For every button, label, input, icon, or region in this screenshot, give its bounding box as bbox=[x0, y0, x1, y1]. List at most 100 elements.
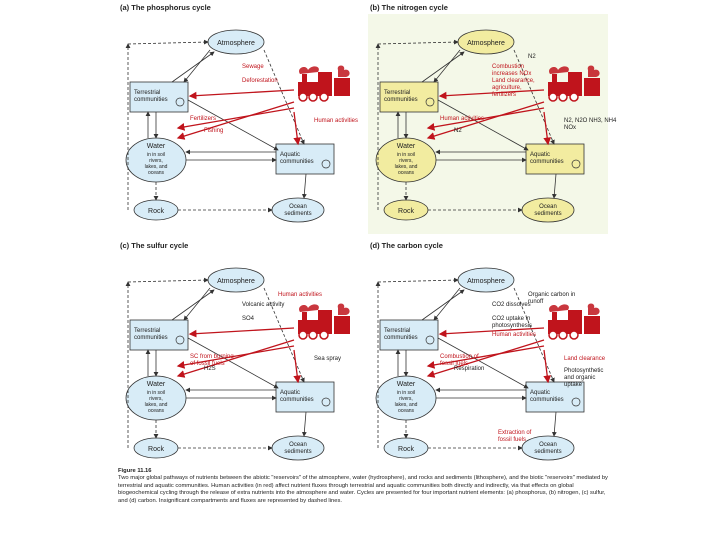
train-smoke bbox=[299, 66, 319, 74]
train-cab bbox=[568, 72, 582, 84]
human-activity-train-icon bbox=[298, 65, 350, 102]
flow-arrow bbox=[301, 173, 307, 199]
terrestrial-node bbox=[129, 319, 189, 351]
train-car bbox=[584, 78, 600, 96]
flow-label: H2S bbox=[204, 366, 216, 372]
flow-label: Fishing bbox=[204, 128, 223, 134]
train-chimney bbox=[552, 312, 557, 321]
terrestrial-node bbox=[129, 81, 189, 113]
flow-arrow bbox=[551, 173, 557, 199]
water-label: Water bbox=[397, 381, 416, 388]
car-smoke bbox=[587, 65, 600, 77]
flow-label-line: uptake bbox=[564, 382, 583, 388]
flow-label-line: photosynthesis bbox=[492, 323, 532, 329]
flow-arrow bbox=[377, 277, 459, 283]
flow-label: Human activities bbox=[278, 292, 322, 298]
terrestrial-label-line: communities bbox=[134, 335, 168, 341]
water-label: Water bbox=[147, 143, 166, 150]
ocean-sediments-label-line: sediments bbox=[534, 449, 561, 455]
flow-label: N2 bbox=[454, 128, 462, 134]
terrestrial-label-line: Terrestrial bbox=[384, 328, 410, 334]
flow-label-line: CO2 uptake in bbox=[492, 316, 530, 322]
flow-label-line: H2S bbox=[204, 366, 216, 372]
train-wheel bbox=[569, 92, 579, 102]
panel-title: (c) The sulfur cycle bbox=[120, 241, 188, 250]
ocean-sediments-node bbox=[521, 435, 575, 461]
flow-label-line: Photosynthetic bbox=[564, 368, 603, 374]
water-label: Water bbox=[397, 143, 416, 150]
flow-label: N2 bbox=[528, 54, 536, 60]
water-sublabel-line: lakes, and bbox=[145, 164, 168, 170]
flow-label: Volcanic activity bbox=[242, 302, 284, 308]
cycle-arrow-icon bbox=[425, 335, 435, 345]
flow-label-line: N2 bbox=[528, 54, 536, 60]
water-sublabel-line: rivers, bbox=[399, 158, 413, 164]
flow-label: Sewage bbox=[242, 64, 264, 70]
flow-label: Land clearance,agriculture,fertilizers bbox=[492, 78, 535, 98]
terrestrial-node bbox=[379, 81, 439, 113]
flow-label-line: fossil fuels bbox=[498, 437, 526, 443]
human-impact-arrow bbox=[293, 349, 302, 384]
human-impact-arrow bbox=[176, 345, 295, 369]
flow-arrow bbox=[171, 289, 215, 321]
flow-label-line: runoff bbox=[528, 299, 544, 305]
human-impact-arrow bbox=[543, 349, 552, 384]
flow-label-line: Human activities bbox=[278, 292, 322, 298]
flow-arrow bbox=[513, 287, 555, 383]
ocean-sediments-label-line: sediments bbox=[284, 449, 311, 455]
terrestrial-node bbox=[379, 319, 439, 351]
flow-label-line: SC from burning bbox=[190, 354, 234, 360]
train-car bbox=[584, 316, 600, 334]
terrestrial-label-line: Terrestrial bbox=[134, 328, 160, 334]
water-sublabel-line: lakes, and bbox=[395, 164, 418, 170]
human-impact-arrow bbox=[176, 339, 295, 378]
water-sublabel-line: rivers, bbox=[399, 396, 413, 402]
flow-label-line: Organic carbon in bbox=[528, 292, 575, 298]
cycle-panel: (d) The carbon cycleAtmosphereTerrestria… bbox=[368, 241, 608, 472]
ocean-sediments-label-line: Ocean bbox=[289, 204, 307, 210]
flow-arrow bbox=[183, 287, 211, 321]
flow-label-line: Volcanic activity bbox=[242, 302, 284, 308]
human-impact-arrow bbox=[438, 327, 545, 338]
cycle-arrow-icon bbox=[571, 159, 581, 169]
flow-label: Human activities bbox=[314, 118, 358, 124]
terrestrial-label-line: communities bbox=[384, 335, 418, 341]
water-sublabel-line: rivers, bbox=[149, 396, 163, 402]
aquatic-label-line: Aquatic bbox=[280, 152, 300, 158]
flow-arrow bbox=[171, 51, 215, 83]
flow-label: SO4 bbox=[242, 316, 255, 322]
train-chimney bbox=[302, 74, 307, 83]
train-cab bbox=[568, 310, 582, 322]
flow-label-line: Fertilizers bbox=[190, 116, 216, 122]
aquatic-label-line: Aquatic bbox=[530, 152, 550, 158]
car-smoke bbox=[337, 303, 350, 315]
flow-arrow bbox=[433, 49, 461, 83]
cycle-panel: (b) The nitrogen cycleAtmosphereTerrestr… bbox=[368, 3, 617, 234]
human-impact-arrow bbox=[426, 339, 545, 378]
flow-arrow bbox=[301, 411, 307, 437]
human-impact-arrow bbox=[176, 107, 295, 131]
train-wheel bbox=[308, 92, 318, 102]
train-wheel bbox=[298, 92, 308, 102]
flow-arrow bbox=[183, 49, 211, 83]
ocean-sediments-node bbox=[521, 197, 575, 223]
train-chimney bbox=[552, 74, 557, 83]
flow-arrow bbox=[263, 287, 305, 383]
water-sublabel-line: in in soil bbox=[147, 152, 165, 158]
flow-arrow bbox=[551, 411, 557, 437]
terrestrial-label-line: communities bbox=[384, 97, 418, 103]
rock-label: Rock bbox=[398, 446, 414, 453]
water-sublabel-line: oceans bbox=[398, 170, 415, 176]
cycle-arrow-icon bbox=[321, 159, 331, 169]
flow-arrow bbox=[433, 287, 461, 321]
flow-arrow bbox=[263, 49, 305, 145]
